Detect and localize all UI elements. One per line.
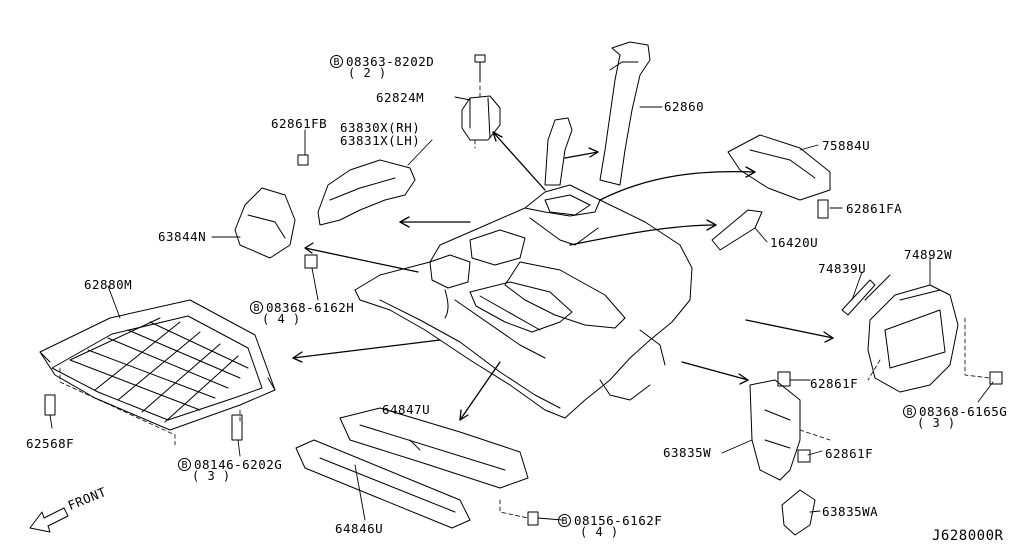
harness-62860 (599, 41, 651, 186)
front-direction-arrow (29, 507, 69, 533)
callout-62861f-upper: 62861F (810, 376, 859, 391)
bolt-symbol: B (178, 458, 191, 471)
callout-63831x-lh: 63831X(LH) (340, 133, 421, 148)
bracket-16420u (711, 209, 763, 251)
callout-08368-6162h-qty: ( 4 ) (262, 312, 301, 326)
bolt-symbol: B (250, 301, 263, 314)
harness-upper-62860 (544, 117, 573, 186)
member-64846u (295, 439, 471, 529)
callout-62880m: 62880M (84, 277, 133, 292)
callout-64846u: 64846U (335, 521, 384, 536)
console-bracket-62824m (461, 95, 501, 141)
bolt-symbol: B (558, 514, 571, 527)
callout-16420u: 16420U (770, 235, 819, 250)
callout-62861f-lower: 62861F (825, 446, 874, 461)
callout-62861fb: 62861FB (271, 116, 328, 131)
callout-62568f: 62568F (26, 436, 75, 451)
callout-08146-6202g-qty: ( 3 ) (192, 469, 231, 483)
callout-08368-6165g-qty: ( 3 ) (917, 416, 956, 430)
callout-08368-6162h: 08368-6162H (266, 300, 355, 315)
callout-62824m: 62824M (376, 90, 425, 105)
trim-74892w (864, 274, 959, 393)
member-64847u (339, 407, 529, 489)
callout-62860: 62860 (664, 99, 705, 114)
dashed-guides (59, 85, 991, 519)
bolt-symbol: B (903, 405, 916, 418)
callout-63835wa: 63835WA (822, 504, 879, 519)
callout-08146-6202g: 08146-6202G (194, 457, 283, 472)
assembly-arrows (292, 131, 834, 421)
callout-63844n: 63844N (158, 229, 207, 244)
side-cover-63844n (234, 187, 296, 259)
callout-74892w: 74892W (904, 247, 953, 262)
callout-08368-6165g: 08368-6165G (919, 404, 1008, 419)
callout-62861fa: 62861FA (846, 201, 903, 216)
callout-64847u: 64847U (382, 402, 431, 417)
side-cover-63830x (317, 159, 416, 226)
leader-lines (49, 96, 994, 521)
diagram-code: J628000R (932, 528, 1004, 544)
callout-08363-qty: ( 2 ) (348, 66, 387, 80)
trim-75884u (727, 134, 831, 201)
callout-74839u: 74839U (818, 261, 867, 276)
callout-63835w: 63835W (663, 445, 712, 460)
callout-63830x-rh: 63830X(RH) (340, 120, 421, 135)
bracket-63835wa (781, 489, 816, 536)
strip-74839u (841, 279, 876, 316)
callout-75884u: 75884U (822, 138, 871, 153)
callout-08156-6162f: 08156-6162F (574, 513, 663, 528)
floor-panel-body (354, 184, 693, 419)
bracket-63835w (749, 379, 801, 481)
front-under-cover (39, 299, 276, 431)
callout-08156-6162f-qty: ( 4 ) (580, 525, 619, 539)
bolt-symbol: B (330, 55, 343, 68)
callout-08363-8202d: 08363-8202D (346, 54, 435, 69)
fasteners (44, 54, 1003, 526)
